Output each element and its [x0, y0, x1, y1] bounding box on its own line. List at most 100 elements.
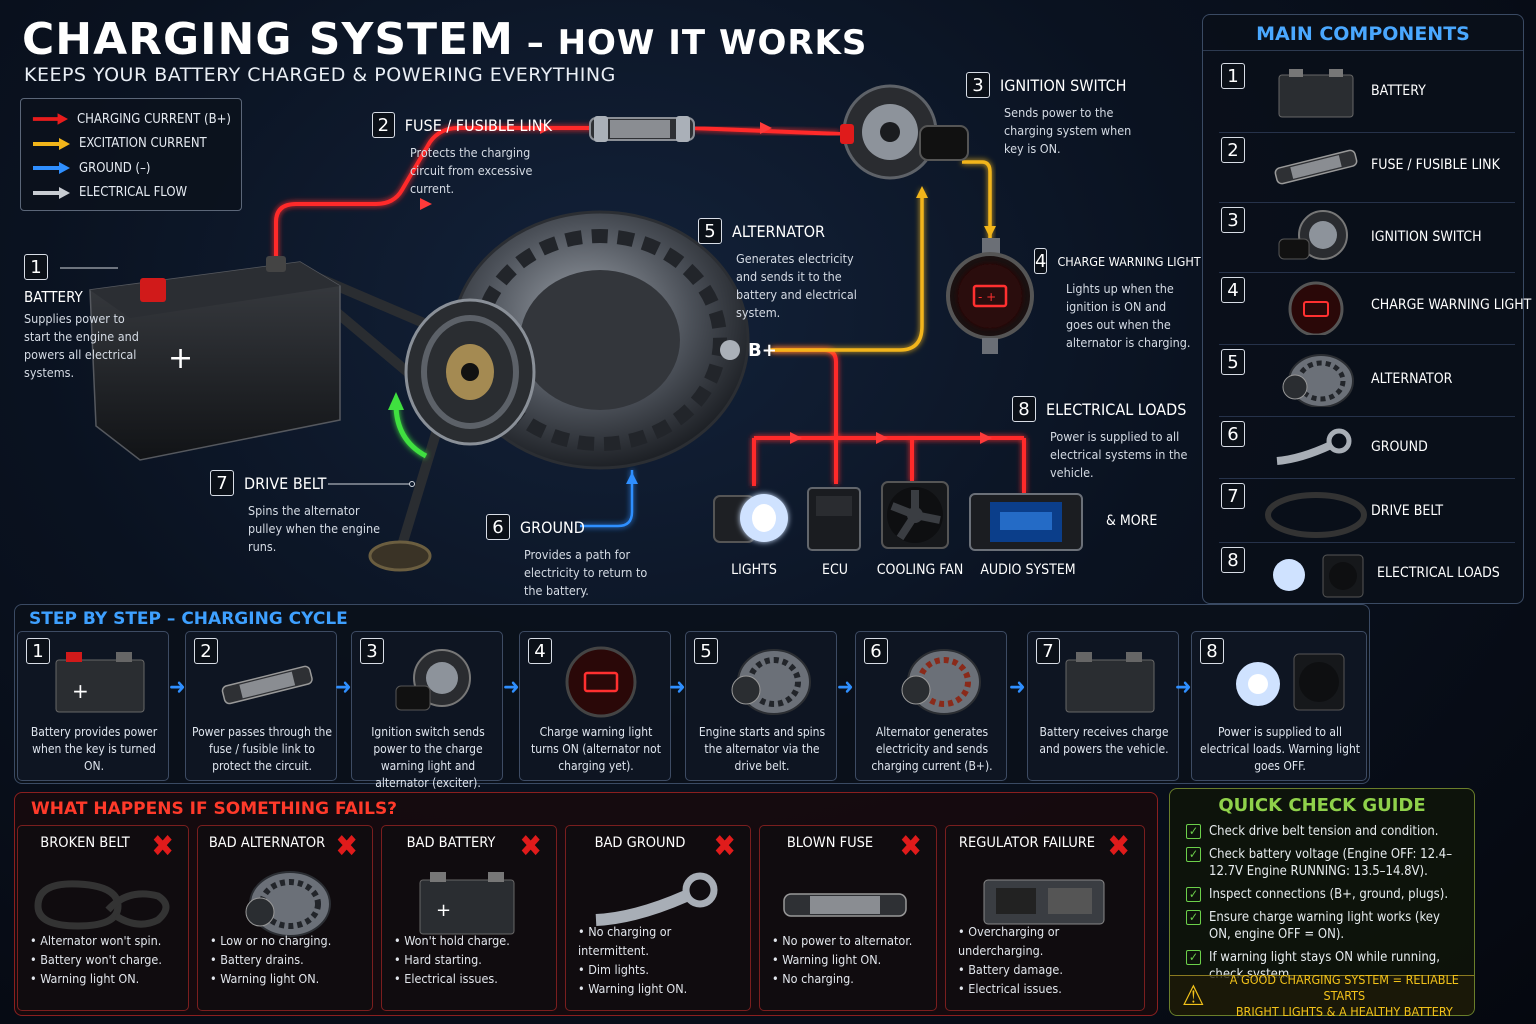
- legend-item-charging: CHARGING CURRENT (B+): [31, 107, 231, 132]
- component-label: GROUND: [1371, 439, 1428, 455]
- callout-desc: Provides a path for electricity to retur…: [524, 547, 648, 598]
- component-row-ignition: 3 IGNITION SWITCH: [1219, 203, 1515, 273]
- step-text: Power is supplied to all electrical load…: [1199, 725, 1361, 773]
- check-item: ✓Check battery voltage (Engine OFF: 12.4…: [1186, 846, 1464, 880]
- callout-desc: Power is supplied to all electrical syst…: [1050, 429, 1188, 480]
- svg-text:- +: - +: [978, 290, 996, 304]
- component-number: 5: [1221, 349, 1245, 375]
- charging-arrow: [420, 198, 432, 210]
- failure-point: No charging or intermittent.: [578, 922, 744, 960]
- component-label: FUSE / FUSIBLE LINK: [1371, 157, 1500, 173]
- failure-point: Warning light ON.: [578, 979, 744, 998]
- callout-number: 7: [210, 470, 234, 496]
- battery-icon: +: [55, 652, 145, 713]
- callout-title: IGNITION SWITCH: [1000, 75, 1127, 95]
- failures-title: WHAT HAPPENS IF SOMETHING FAILS?: [31, 799, 398, 819]
- failure-point: Battery damage.: [958, 960, 1138, 979]
- component-number: 8: [1221, 547, 1245, 573]
- failure-point: Dim lights.: [578, 960, 744, 979]
- ecu-illustration: [807, 487, 861, 551]
- failure-card: BAD ALTERNATOR ✖ Low or no charging. Bat…: [197, 825, 373, 1011]
- callout-title: ALTERNATOR: [732, 221, 826, 241]
- charging-wire: [274, 126, 604, 262]
- load-label-audio: AUDIO SYSTEM: [980, 562, 1076, 578]
- yellow-arrow-icon: [33, 137, 70, 150]
- wiring-diagram: + - + B+: [60, 84, 1083, 572]
- component-number: 6: [1221, 421, 1245, 447]
- step-number: 5: [694, 638, 718, 664]
- failure-card: REGULATOR FAILURE ✖ Overcharging or unde…: [945, 825, 1145, 1011]
- title-rest: – HOW IT WORKS: [513, 23, 868, 63]
- svg-text:+: +: [436, 900, 451, 921]
- charging-cycle-title: STEP BY STEP – CHARGING CYCLE: [29, 609, 348, 629]
- component-label: DRIVE BELT: [1371, 503, 1444, 519]
- lights-illustration: [713, 494, 788, 543]
- warning-light-illustration: - +: [946, 238, 1034, 354]
- step-text: Ignition switch sends power to the charg…: [371, 725, 485, 790]
- callout-desc: Spins the alternator pulley when the eng…: [248, 503, 381, 554]
- step-arrow-icon: ➜: [503, 675, 520, 700]
- step-card: 3 Ignition switch sends power to the cha…: [351, 631, 503, 790]
- step-text: Power passes through the fuse / fusible …: [192, 725, 332, 773]
- step-arrow-icon: ➜: [335, 675, 352, 700]
- step-number: 3: [360, 638, 384, 664]
- charging-arrow: [760, 122, 772, 134]
- fail-x-icon: ✖: [335, 829, 358, 864]
- failure-title: BAD GROUND: [594, 835, 686, 851]
- failure-point: Warning light ON.: [30, 969, 182, 988]
- step-number: 2: [194, 638, 218, 664]
- callout-title: CHARGE WARNING LIGHT: [1057, 253, 1201, 269]
- failure-point: Overcharging or undercharging.: [958, 922, 1138, 960]
- step-arrow-icon: ➜: [1009, 675, 1026, 700]
- charging-arrow: [540, 122, 552, 134]
- callout-battery: 1 BATTERY Supplies power to start the en…: [24, 254, 144, 382]
- battery-illustration: +: [89, 256, 341, 461]
- legend-label: GROUND (–): [79, 160, 151, 176]
- component-label: BATTERY: [1371, 83, 1426, 99]
- battery-icon: [1065, 652, 1155, 713]
- callout-title: BATTERY: [24, 288, 83, 306]
- ignition-switch-illustration: [840, 84, 969, 180]
- check-item: ✓Inspect connections (B+, ground, plugs)…: [1186, 886, 1464, 903]
- callout-number: 3: [966, 72, 990, 98]
- drive-belt-icon: [1265, 492, 1367, 538]
- failure-point: Electrical issues.: [394, 969, 550, 988]
- rotation-arrow-head: [388, 392, 404, 410]
- fuse-icon: [1274, 149, 1358, 185]
- component-label: CHARGE WARNING LIGHT: [1371, 297, 1532, 313]
- legend-item-excitation: EXCITATION CURRENT: [31, 132, 231, 157]
- failures-panel: WHAT HAPPENS IF SOMETHING FAILS? BROKEN …: [14, 792, 1158, 1016]
- alternator-icon: [731, 649, 811, 715]
- title-main: CHARGING SYSTEM: [22, 14, 514, 65]
- failure-card: BLOWN FUSE ✖ No power to alternator. War…: [759, 825, 937, 1011]
- failure-card: BAD BATTERY ✖ + Won't hold charge. Hard …: [381, 825, 557, 1011]
- page-subtitle: KEEPS YOUR BATTERY CHARGED & POWERING EV…: [24, 64, 616, 86]
- component-number: 7: [1221, 483, 1245, 509]
- charging-arrow: [790, 432, 802, 444]
- component-row-ground: 6 GROUND: [1219, 417, 1515, 479]
- fail-x-icon: ✖: [1107, 829, 1130, 864]
- component-number: 2: [1221, 137, 1245, 163]
- failure-point: Electrical issues.: [958, 979, 1138, 998]
- excitation-wire: [962, 160, 992, 240]
- charging-wire: [752, 348, 1026, 494]
- electrical-loads-icon: [1236, 653, 1345, 711]
- cooling-fan-illustration: [881, 481, 949, 549]
- excitation-arrow: [984, 226, 996, 238]
- battery-icon: [1278, 69, 1354, 118]
- checkbox-icon: ✓: [1186, 910, 1201, 925]
- load-label-lights: LIGHTS: [731, 562, 777, 578]
- step-card: 6 Alternator generates electricity and s…: [855, 631, 1007, 781]
- failure-point: No charging.: [772, 969, 930, 988]
- ground-strap-icon: [1276, 428, 1352, 465]
- step-number: 1: [26, 638, 50, 664]
- legend-label: CHARGING CURRENT (B+): [76, 111, 231, 127]
- charging-arrow: [876, 432, 888, 444]
- footer-line: BRIGHT LIGHTS & A HEALTHY BATTERY: [1235, 1003, 1453, 1019]
- component-number: 3: [1221, 207, 1245, 233]
- load-label-ecu: ECU: [822, 562, 848, 578]
- ground-strap-icon: [595, 872, 718, 926]
